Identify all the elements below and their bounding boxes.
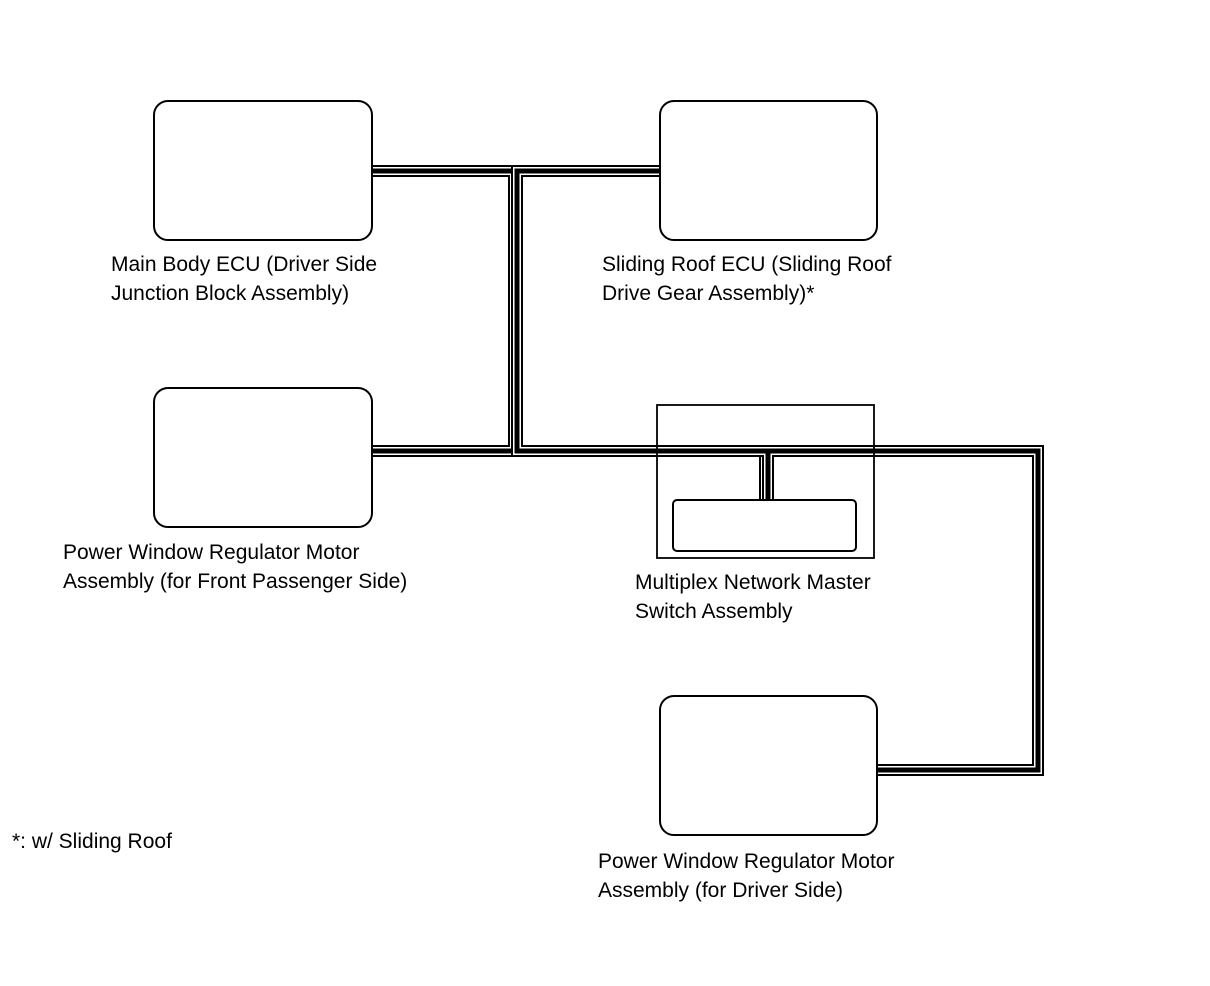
pw-front-passenger-box (153, 387, 373, 528)
bus-wire-roof-driver (511, 165, 1044, 776)
sliding-roof-ecu-label: Sliding Roof ECU (Sliding Roof Drive Gea… (602, 253, 892, 305)
main-body-ecu-box (153, 100, 373, 241)
master-switch-label: Multiplex Network Master Switch Assembly (635, 571, 871, 623)
master-switch-ecu-box (672, 499, 857, 552)
sliding-roof-ecu-box (659, 100, 878, 241)
main-body-ecu-label: Main Body ECU (Driver Side Junction Bloc… (111, 253, 378, 305)
footnote: *: w/ Sliding Roof (12, 830, 172, 853)
pw-driver-box (659, 695, 878, 836)
master-switch-housing (656, 404, 875, 559)
pw-driver-label: Power Window Regulator Motor Assembly (f… (598, 850, 895, 902)
pw-front-passenger-label: Power Window Regulator Motor Assembly (f… (63, 541, 408, 593)
